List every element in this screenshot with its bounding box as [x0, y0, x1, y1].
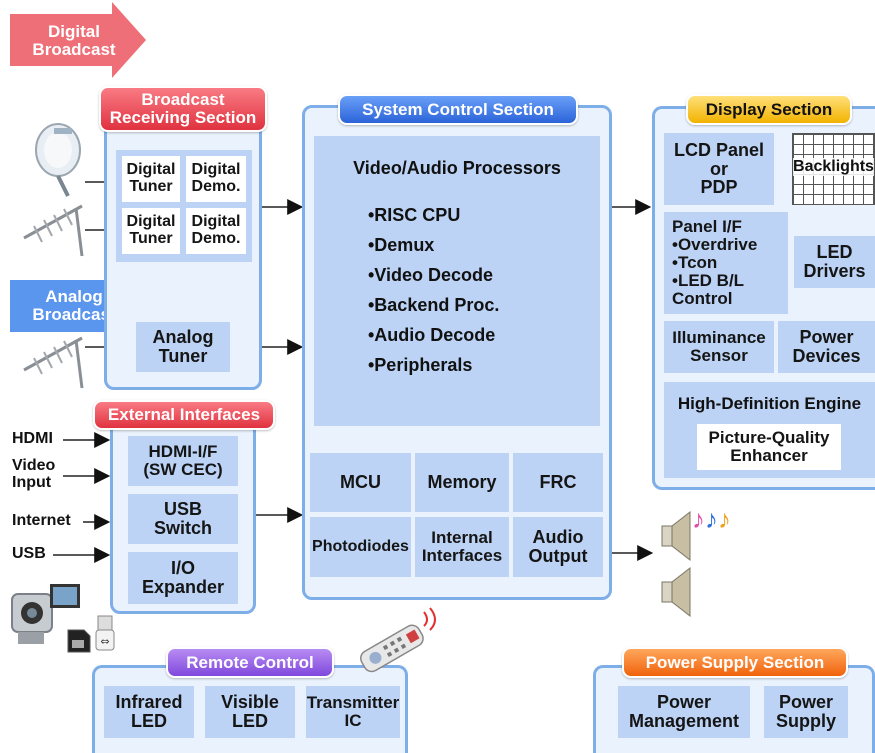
picture-quality-enhancer: Picture-Quality Enhancer [697, 424, 841, 470]
digital-demod-1: Digital Demo. [186, 156, 246, 202]
power-devices-block: Power Devices [778, 321, 875, 373]
processor-item: •RISC CPU [368, 205, 461, 225]
remote-control-header: Remote Control [166, 647, 334, 678]
mcu-block: MCU [310, 453, 411, 512]
video-input-label: Video Input [12, 457, 56, 491]
sd-card-icon [67, 629, 91, 653]
audio-output-block: Audio Output [513, 517, 603, 577]
illuminance-sensor-block: Illuminance Sensor [664, 321, 774, 373]
antenna-icon [23, 336, 84, 389]
speaker-icon [661, 510, 691, 562]
processor-item: •Video Decode [368, 265, 494, 285]
analog-tuner: Analog Tuner [136, 322, 230, 372]
backlights-label: Backlights [793, 158, 874, 176]
broadcast-receiving-header: Broadcast Receiving Section [99, 86, 267, 132]
memory-block: Memory [415, 453, 509, 512]
processor-item: •Backend Proc. [368, 295, 500, 315]
system-control-header: System Control Section [338, 94, 578, 125]
led-drivers-block: LED Drivers [794, 236, 875, 288]
transmitter-ic-block: Transmitter IC [306, 686, 400, 738]
frc-block: FRC [513, 453, 603, 512]
processor-list: •RISC CPU •Demux •Video Decode •Backend … [368, 200, 499, 380]
processor-item: •Peripherals [368, 355, 473, 375]
display-section-header: Display Section [686, 94, 852, 125]
digital-broadcast-arrow [10, 2, 146, 78]
io-expander: I/O Expander [128, 552, 238, 604]
usb-switch: USB Switch [128, 494, 238, 544]
internal-interfaces-block: Internal Interfaces [415, 517, 509, 577]
usb-input-label: USB [12, 545, 46, 562]
processor-item: •Audio Decode [368, 325, 496, 345]
antenna-icon [23, 204, 84, 257]
speaker-icon [661, 566, 691, 618]
panel-if-block: Panel I/F •Overdrive •Tcon •LED B/L Cont… [664, 212, 788, 314]
power-supply-header: Power Supply Section [622, 647, 848, 678]
hdmi-input-label: HDMI [12, 430, 53, 447]
music-notes-icon: ♪♪♪ [692, 504, 731, 534]
camcorder-icon [11, 584, 80, 644]
analog-broadcast-label: Analog Broadcast [32, 287, 116, 324]
processor-item: •Demux [368, 235, 435, 255]
lcd-panel-block: LCD Panel or PDP [664, 133, 774, 205]
power-supply-block: Power Supply [764, 686, 848, 738]
internet-input-label: Internet [12, 512, 71, 529]
external-interfaces-header: External Interfaces [93, 400, 275, 430]
digital-tuner-1: Digital Tuner [122, 156, 180, 202]
backlights-block: Backlights [792, 133, 875, 205]
digital-demod-2: Digital Demo. [186, 208, 246, 254]
processors-title: Video/Audio Processors [353, 158, 561, 178]
power-management-block: Power Management [618, 686, 750, 738]
video-audio-processors-block [314, 136, 600, 426]
digital-broadcast-label: Digital Broadcast [32, 22, 116, 59]
visible-led-block: Visible LED [205, 686, 295, 738]
remote-control-icon [360, 607, 436, 673]
photodiodes-block: Photodiodes [310, 517, 411, 577]
infrared-led-block: Infrared LED [104, 686, 194, 738]
digital-tuner-2: Digital Tuner [122, 208, 180, 254]
hdmi-interface: HDMI-I/F (SW CEC) [128, 436, 238, 486]
hd-engine-title: High-Definition Engine [677, 394, 862, 413]
satellite-dish-icon [35, 123, 81, 197]
usb-plug-icon: ⇔ [95, 615, 115, 651]
svg-text:⇔: ⇔ [100, 635, 109, 648]
